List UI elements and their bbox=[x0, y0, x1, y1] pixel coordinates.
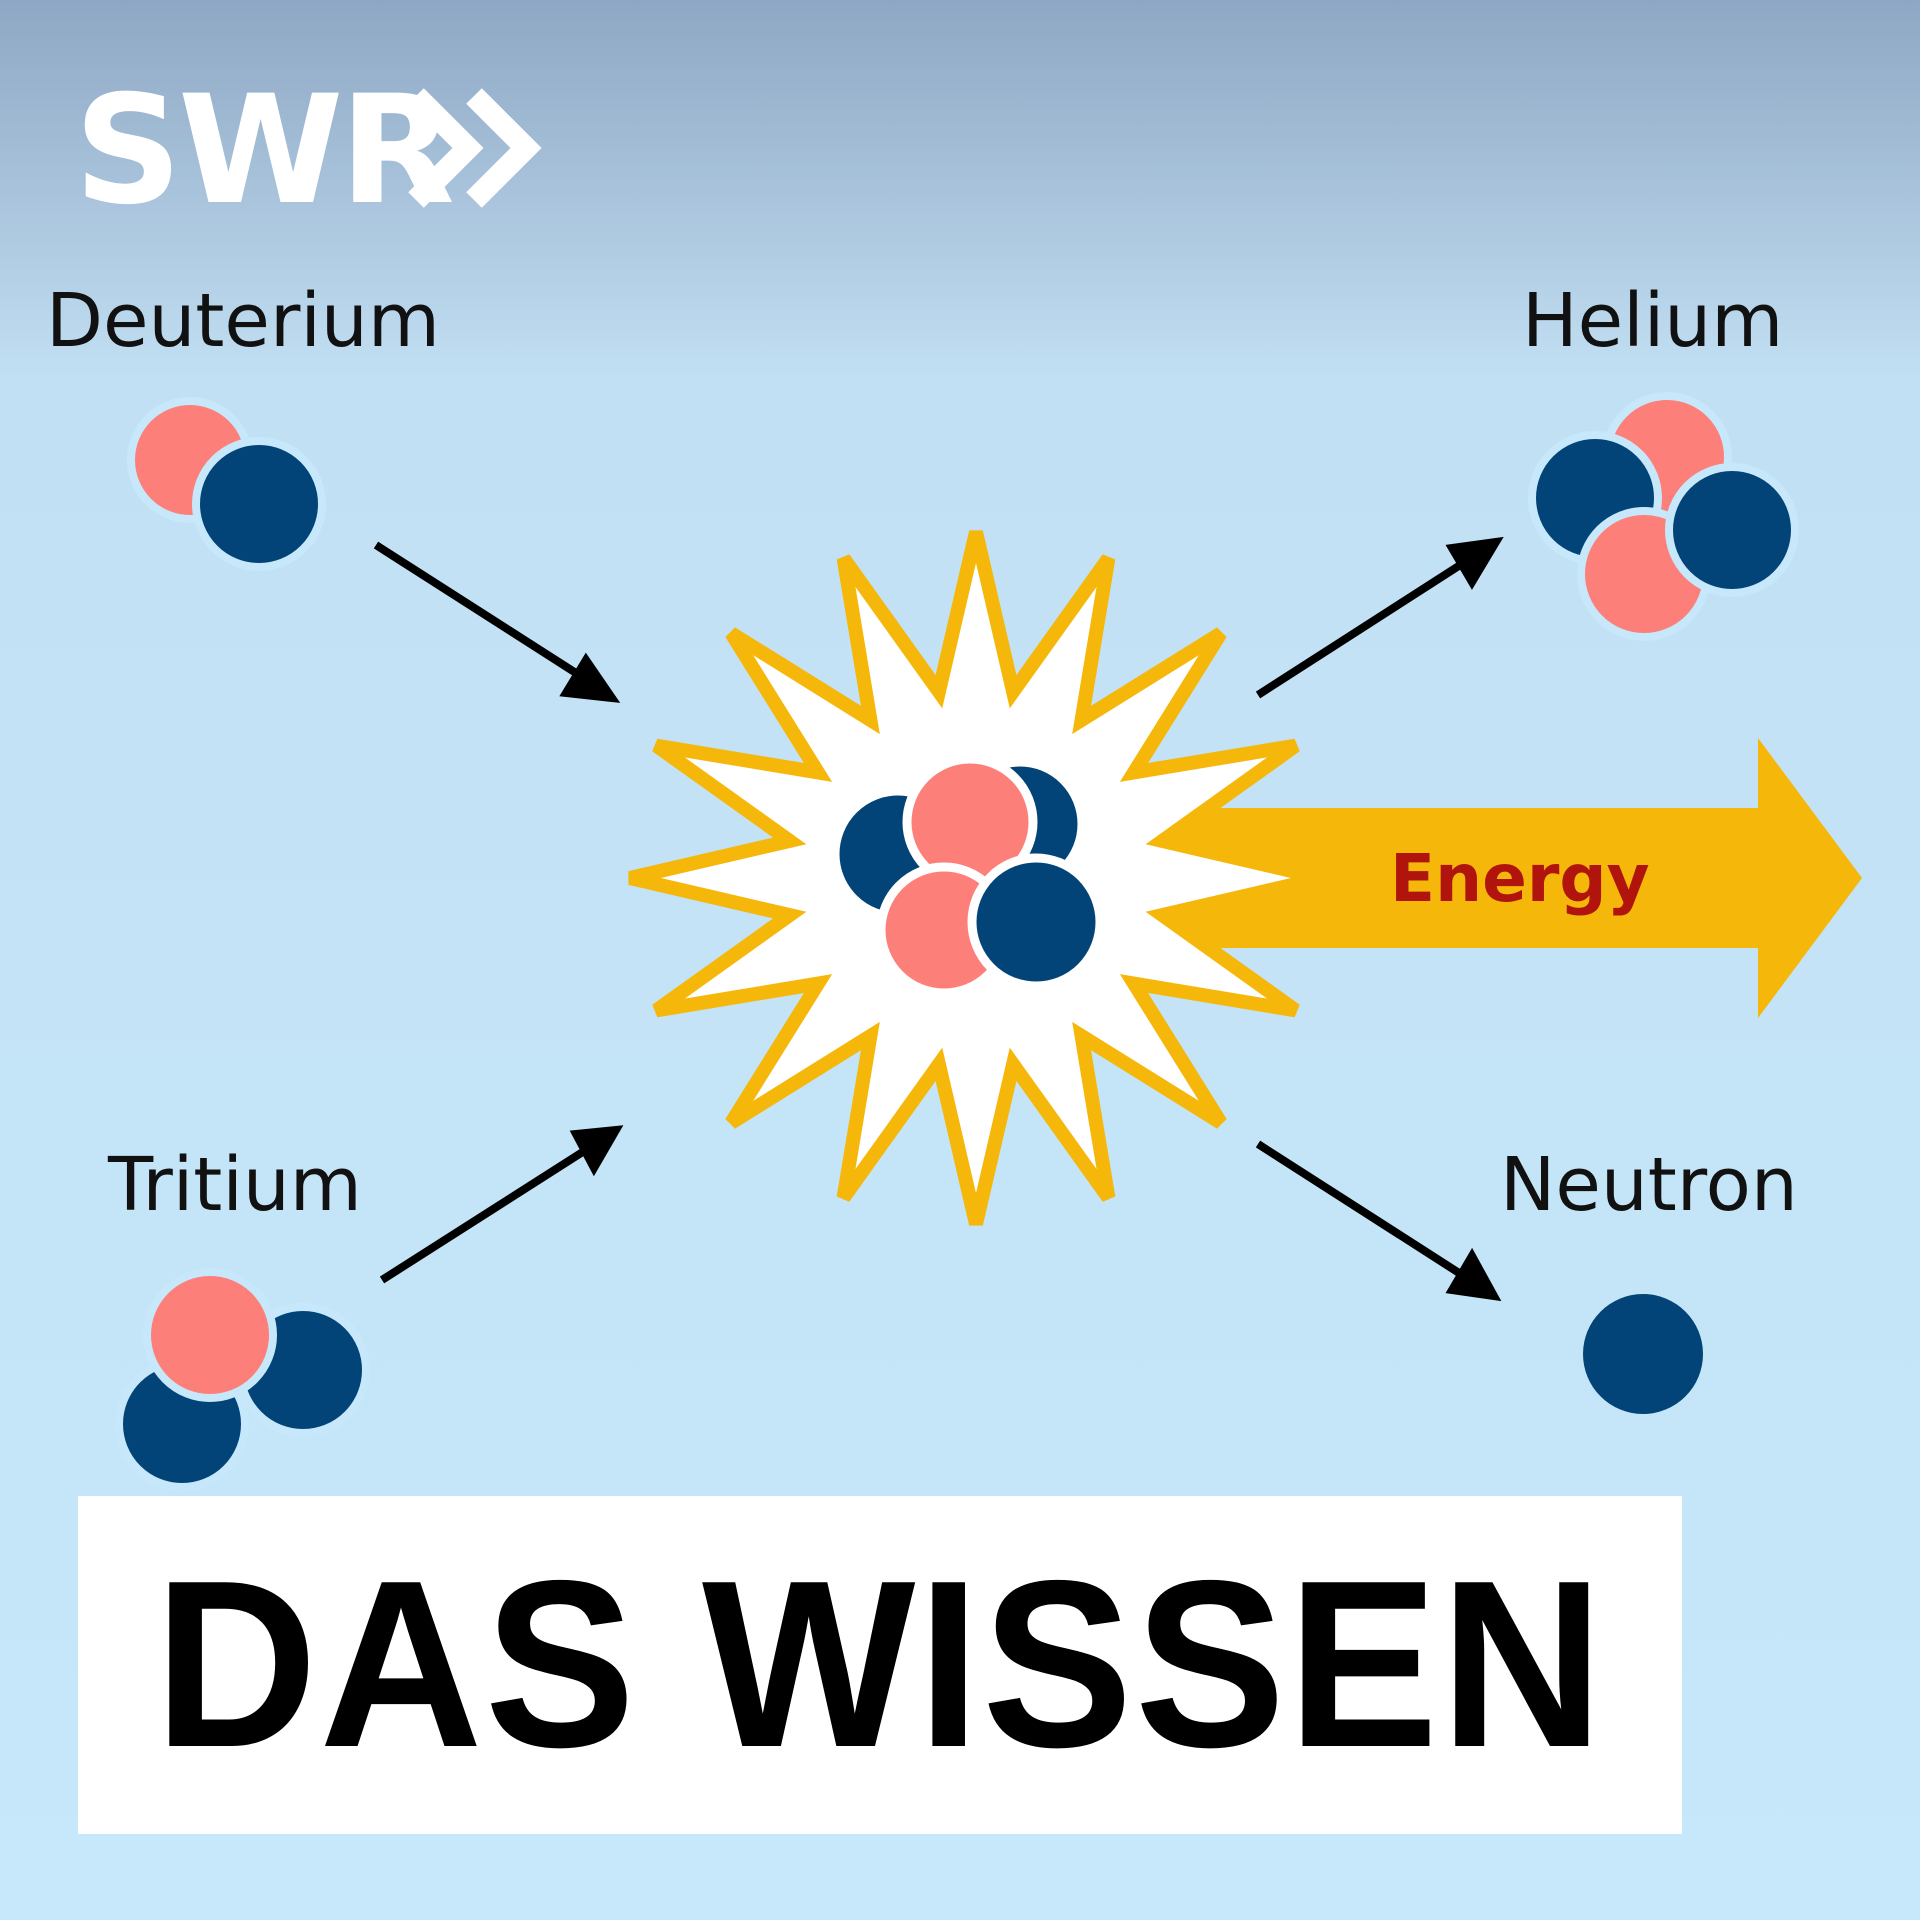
tritium-atom-icon bbox=[115, 1268, 370, 1491]
helium-atom-icon bbox=[1528, 392, 1799, 641]
deuterium-label: Deuterium bbox=[46, 278, 440, 364]
arrow-neutron-out bbox=[1255, 1140, 1473, 1284]
energy-arrow bbox=[1170, 738, 1862, 1018]
reaction-arrows bbox=[373, 536, 1504, 1302]
arrow-helium-out bbox=[1255, 556, 1471, 699]
arrow-tritium-in bbox=[379, 1142, 595, 1284]
title-banner: DAS WISSEN bbox=[78, 1496, 1682, 1834]
tritium-label: Tritium bbox=[108, 1142, 362, 1228]
deuterium-atom-icon bbox=[127, 397, 326, 571]
helium-label: Helium bbox=[1522, 278, 1784, 364]
page-title: DAS WISSEN bbox=[154, 1532, 1606, 1797]
arrow-deuterium-in bbox=[373, 541, 593, 686]
swr-logo-chevrons-icon bbox=[408, 88, 542, 208]
neutron-label: Neutron bbox=[1500, 1142, 1798, 1228]
energy-label: Energy bbox=[1390, 840, 1650, 917]
neutron-atom-icon bbox=[1583, 1294, 1703, 1414]
swr-logo: SWR bbox=[74, 64, 455, 238]
fusion-nucleus-icon bbox=[830, 754, 1105, 998]
